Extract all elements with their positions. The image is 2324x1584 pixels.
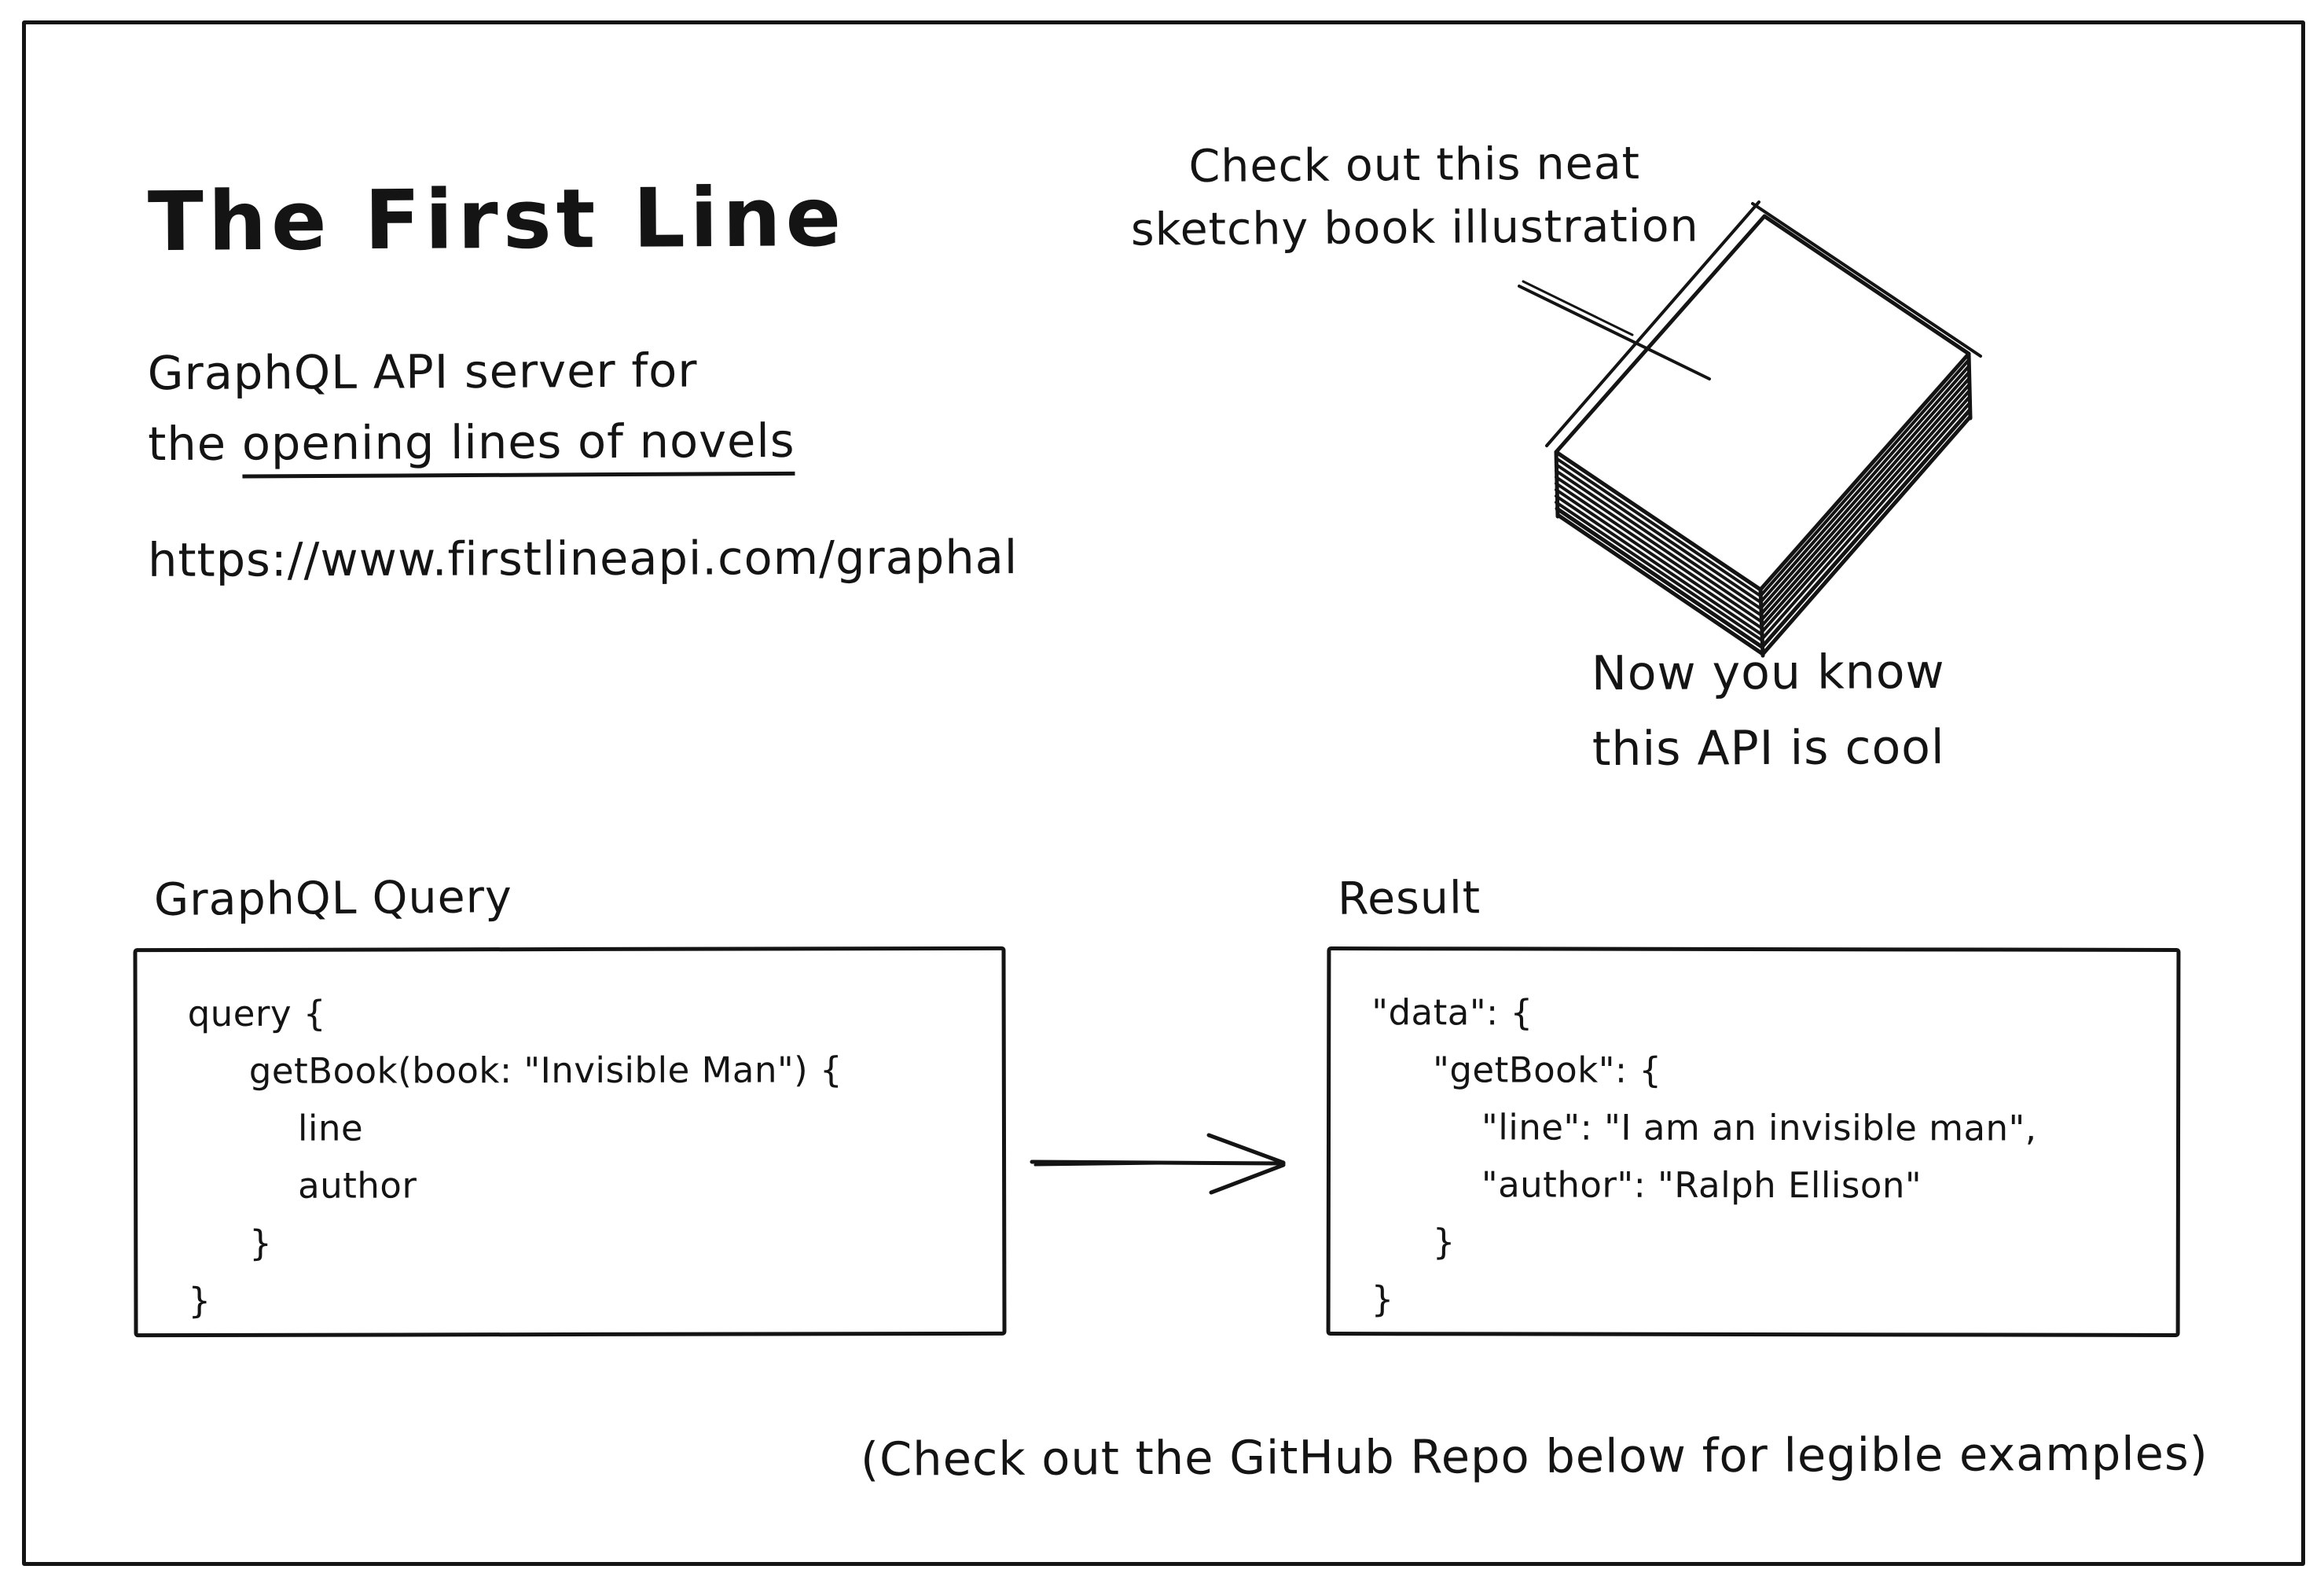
book-caption-line-2: this API is cool <box>1592 719 1945 777</box>
result-panel-label: Result <box>1337 872 1481 925</box>
page-subtitle: GraphQL API server for the opening lines… <box>148 335 795 480</box>
query-code-line: query { <box>187 992 327 1035</box>
query-code-line: } <box>249 1222 273 1264</box>
result-code-line: "getBook": { <box>1433 1049 1662 1091</box>
page-title: The First Line <box>147 168 846 270</box>
result-code-line: "author": "Ralph Ellison" <box>1481 1163 1922 1207</box>
annotation-pointer-line <box>1518 280 1711 380</box>
subtitle-line-1: GraphQL API server for <box>147 343 698 401</box>
subtitle-underlined-phrase: opening lines of novels <box>241 413 795 479</box>
subtitle-line-2: the opening lines of novels <box>148 406 795 480</box>
query-panel-label: GraphQL Query <box>153 871 513 926</box>
api-url-text: https://www.firstlineapi.com/graphal <box>147 530 1019 587</box>
book-caption: Now you know this API is cool <box>1568 634 1970 788</box>
book-illustration <box>1545 200 1982 658</box>
query-code-line: line <box>297 1107 364 1149</box>
book-caption-line-1: Now you know <box>1591 644 1945 702</box>
result-code-box: "data": { "getBook": { "line": "I am an … <box>1326 946 2181 1337</box>
query-code-line: author <box>298 1164 417 1207</box>
book-annotation-line-1: Check out this neat <box>1188 137 1641 193</box>
query-code-box: query { getBook(book: "Invisible Man") {… <box>133 946 1007 1338</box>
query-code-line: } <box>188 1279 211 1322</box>
page-border <box>22 20 2305 1566</box>
query-code-line: getBook(book: "Invisible Man") { <box>248 1049 843 1092</box>
result-code-line: "line": "I am an invisible man", <box>1481 1106 2037 1149</box>
result-code-line: } <box>1371 1278 1394 1321</box>
result-code-line: "data": { <box>1371 991 1533 1034</box>
github-repo-caption: (Check out the GitHub Repo below for leg… <box>860 1426 2208 1487</box>
result-code-line: } <box>1432 1221 1456 1263</box>
query-to-result-arrow <box>1030 1133 1286 1195</box>
